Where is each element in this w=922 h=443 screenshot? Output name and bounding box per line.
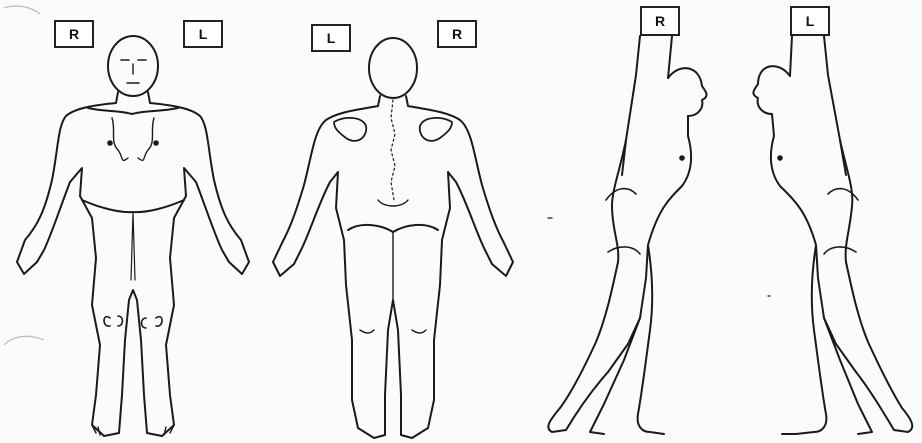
left-side-view-figure	[0, 0, 922, 443]
body-diagram-sheet: R L L R	[0, 0, 922, 443]
